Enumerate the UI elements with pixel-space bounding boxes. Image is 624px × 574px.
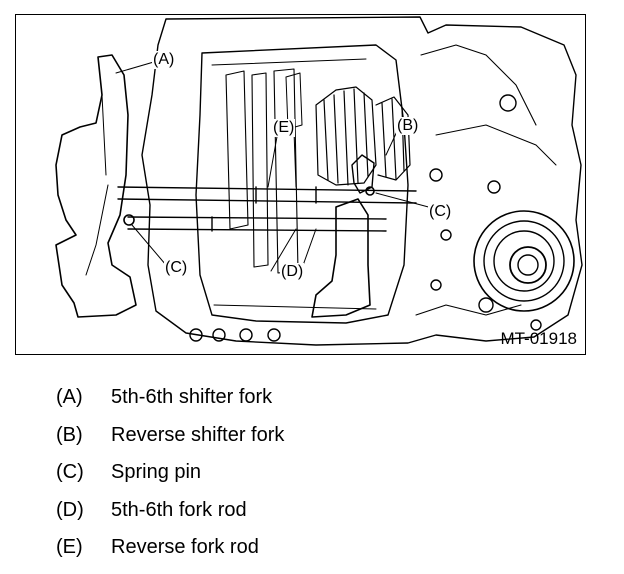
legend-item: (C) Spring pin	[56, 460, 576, 498]
callout-d: (D)	[280, 263, 305, 281]
transmission-drawing	[55, 16, 583, 346]
callout-e: (E)	[272, 119, 296, 137]
callout-c-right: (C)	[428, 203, 453, 221]
legend-key: (C)	[56, 461, 84, 483]
reverse-shifter-fork	[311, 198, 371, 318]
case-wall	[195, 44, 409, 324]
legend-text: 5th-6th shifter fork	[111, 386, 273, 408]
spring-pin-right	[365, 186, 375, 196]
fifth-sixth-shifter-fork	[55, 54, 137, 318]
legend-item: (E) Reverse fork rod	[56, 535, 576, 573]
spring-pin-left	[123, 214, 135, 226]
output-flange	[473, 210, 575, 312]
legend-key: (D)	[56, 498, 84, 521]
callout-c-left: (C)	[164, 259, 189, 277]
legend-text: Spring pin	[111, 461, 202, 483]
legend: (A) 5th-6th shifter fork (B) Reverse shi…	[56, 385, 576, 573]
housing-outline	[141, 16, 583, 346]
transmission-illustration: (A) (E) (B) (C) (C) (D) MT-01918	[15, 14, 586, 355]
callout-a: (A)	[152, 51, 176, 69]
legend-item: (B) Reverse shifter fork	[56, 423, 576, 461]
legend-key: (B)	[56, 423, 83, 446]
legend-text: Reverse shifter fork	[111, 423, 285, 446]
legend-key: (E)	[56, 536, 83, 558]
legend-item: (D) 5th-6th fork rod	[56, 498, 576, 536]
legend-text: 5th-6th fork rod	[111, 498, 247, 521]
callout-b: (B)	[396, 117, 420, 135]
legend-key: (A)	[56, 386, 83, 408]
figure-id: MT-01918	[500, 329, 577, 348]
legend-text: Reverse fork rod	[111, 536, 259, 558]
legend-item: (A) 5th-6th shifter fork	[56, 385, 576, 423]
gear-stack	[315, 86, 411, 186]
